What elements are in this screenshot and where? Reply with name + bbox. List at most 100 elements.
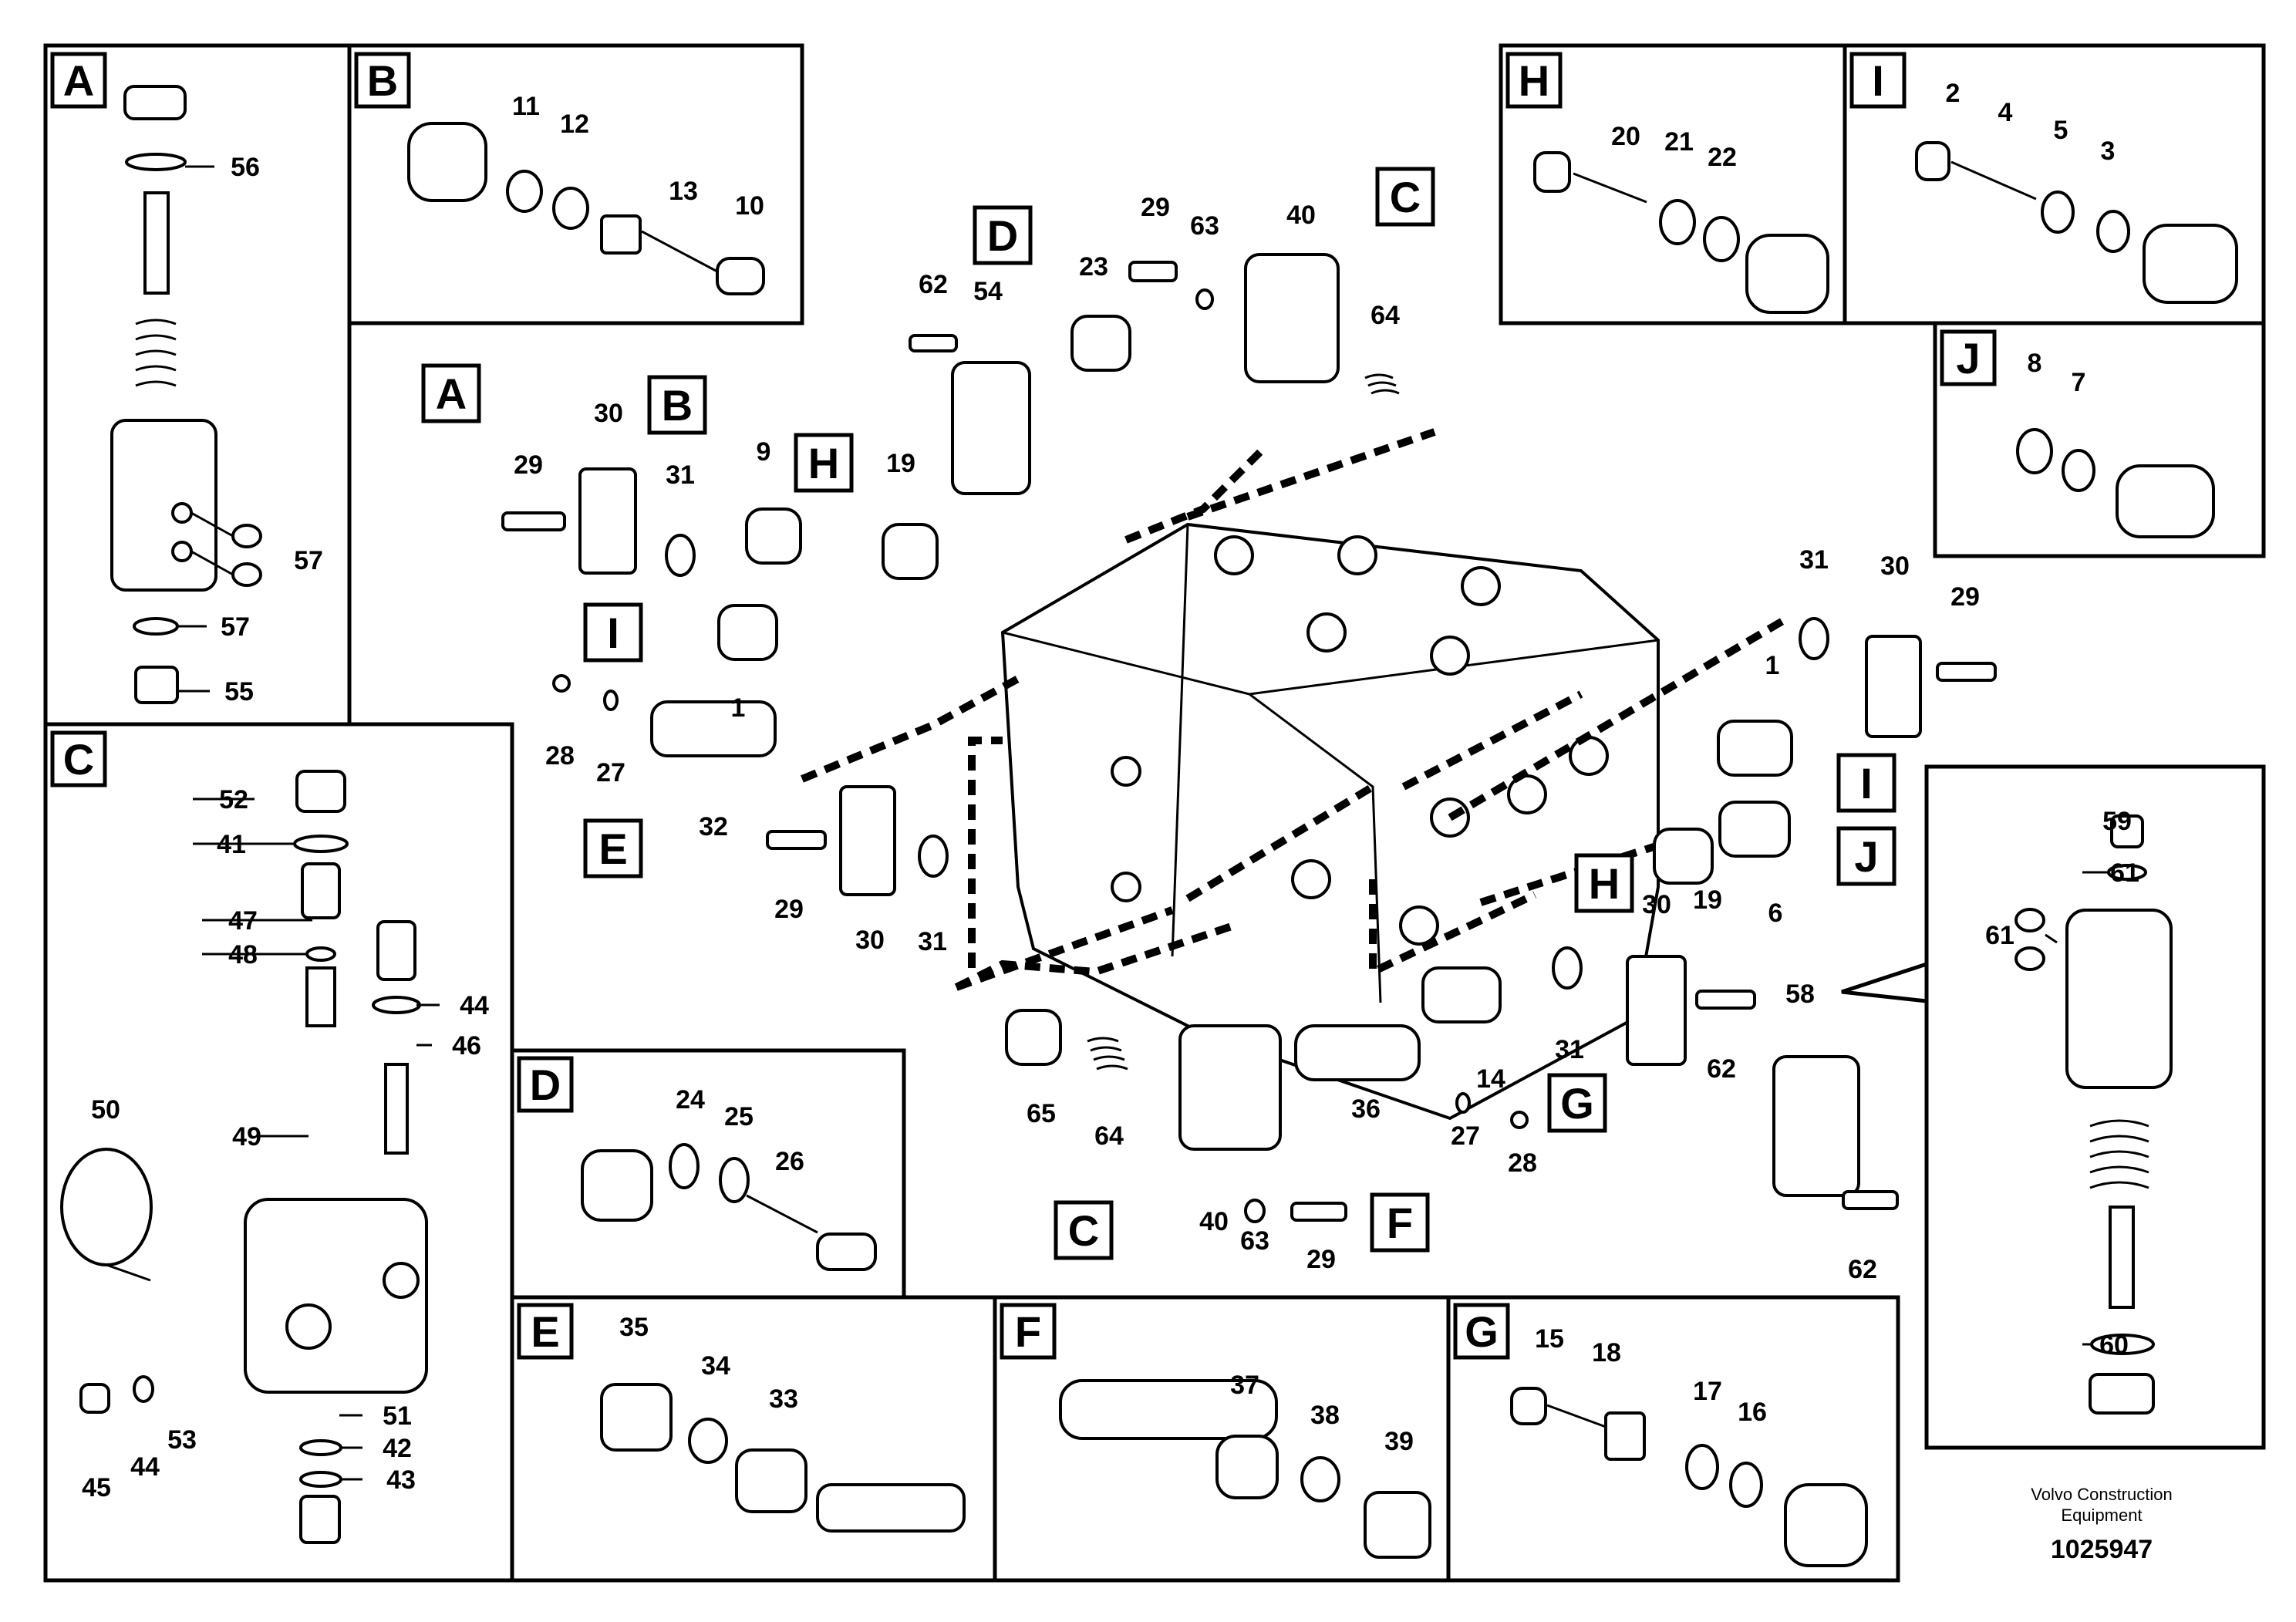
callout-box <box>1370 1192 1430 1253</box>
part-number-label: 2 <box>1946 79 1961 108</box>
callout-letter: C <box>1390 173 1421 221</box>
part-number-label: 7 <box>2072 368 2086 397</box>
part-number-label: 34 <box>701 1351 730 1381</box>
part-number-label: 8 <box>2028 349 2042 378</box>
panel-letter-box <box>1453 1303 1510 1360</box>
part-number-label: 16 <box>1738 1398 1767 1427</box>
callout-letter: C <box>1068 1206 1099 1255</box>
footer: Volvo Construction Equipment 1025947 <box>2031 1485 2172 1564</box>
part-number-label: 12 <box>560 110 589 139</box>
part-number-label: 29 <box>1141 193 1170 222</box>
callout-letter: B <box>662 381 693 430</box>
part-number-label: 37 <box>1230 1371 1259 1400</box>
part-number-label: 63 <box>1240 1226 1269 1256</box>
part-number-label: 39 <box>1384 1427 1414 1456</box>
panel-letter-h: H <box>1519 56 1549 105</box>
part-number-label: 52 <box>219 785 248 814</box>
panel-letter-box <box>1505 52 1563 109</box>
callout-box <box>1574 853 1634 913</box>
part-number-label: 50 <box>91 1095 120 1125</box>
part-number-label: 51 <box>383 1401 412 1431</box>
part-number-label: 38 <box>1310 1401 1340 1430</box>
part-number-label: 31 <box>666 460 695 490</box>
part-number-label: 55 <box>224 677 254 706</box>
callout-letter: I <box>607 609 619 657</box>
callout-letter: F <box>1387 1199 1413 1247</box>
part-number-label: 64 <box>1094 1121 1124 1151</box>
panel-b-parts <box>407 122 765 295</box>
callout-box <box>1547 1073 1607 1133</box>
footer-line1: Volvo Construction <box>2031 1485 2172 1504</box>
panel-letter-d: D <box>530 1061 561 1109</box>
panel-letter-e: E <box>531 1307 559 1356</box>
part-number-label: 61 <box>2110 858 2139 888</box>
part-number-label: 62 <box>919 270 948 299</box>
callout-box <box>583 602 643 663</box>
part-number-label: 11 <box>512 92 540 121</box>
panel-letter-j: J <box>1956 334 1980 383</box>
part-number-label: 28 <box>545 741 575 771</box>
panel-letter-box <box>1849 52 1907 109</box>
part-number-label: 57 <box>294 546 323 575</box>
part-number-label: 45 <box>82 1473 111 1502</box>
panel-a-parts <box>110 85 262 704</box>
part-number-label: 32 <box>699 812 728 841</box>
part-number-label: 3 <box>2101 137 2116 166</box>
part-number-label: 29 <box>514 450 543 480</box>
callout-box <box>973 205 1033 265</box>
part-number-label: 5 <box>2054 116 2068 145</box>
document-number: 1025947 <box>2051 1535 2153 1564</box>
callout-box <box>421 363 481 423</box>
part-number-label: 10 <box>735 191 764 221</box>
panel-d-parts <box>581 1143 877 1271</box>
panel-letter-a: A <box>63 56 94 105</box>
callout-letter: G <box>1560 1079 1594 1128</box>
callout-letter: H <box>1589 859 1620 908</box>
part-number-label: 22 <box>1708 143 1737 172</box>
part-number-label: 58 <box>1785 980 1815 1009</box>
callout-box <box>583 818 643 878</box>
part-number-label: 30 <box>594 399 623 428</box>
callout-box <box>794 433 854 493</box>
panel-letter-b: B <box>367 56 398 105</box>
part-number-label: 19 <box>886 449 915 478</box>
panel-letter-f: F <box>1015 1307 1041 1356</box>
part-number-label: 44 <box>460 991 489 1020</box>
part-number-label: 42 <box>383 1434 412 1463</box>
panel-e-parts <box>600 1383 966 1533</box>
part-number-label: 30 <box>1642 890 1671 919</box>
callout-letter: J <box>1854 832 1878 881</box>
panel-letter-i: I <box>1872 56 1884 105</box>
panel-f-parts <box>1059 1379 1431 1559</box>
callout-box <box>1836 753 1896 813</box>
part-number-label: 62 <box>1848 1255 1877 1284</box>
callout-box <box>1375 167 1435 227</box>
part-number-label: 29 <box>774 895 804 924</box>
part-number-label: 36 <box>1351 1094 1381 1124</box>
part-number-label: 35 <box>619 1313 649 1342</box>
callout-box <box>647 375 707 435</box>
panel-frames <box>43 43 2266 1583</box>
part-number-label: 24 <box>676 1085 705 1114</box>
callout-box <box>1054 1200 1114 1260</box>
part-number-label: 65 <box>1027 1099 1056 1128</box>
part-number-label: 31 <box>1555 1035 1584 1064</box>
part-number-label: 6 <box>1768 899 1783 928</box>
part-number-label: 9 <box>757 437 771 467</box>
panel-58-parts <box>2014 814 2173 1415</box>
part-number-label: 62 <box>1707 1054 1736 1084</box>
part-number-label: 64 <box>1371 301 1400 330</box>
part-number-label: 40 <box>1199 1207 1229 1236</box>
part-number-label: 31 <box>1799 545 1829 575</box>
part-number-label: 21 <box>1664 127 1694 157</box>
part-number-label: 17 <box>1693 1377 1722 1406</box>
callout-letter: A <box>436 369 467 418</box>
part-number-label: 49 <box>232 1122 261 1152</box>
panel-letter-box <box>1940 329 1997 386</box>
callout-letter: E <box>598 824 627 873</box>
panel-letter-boxes: A B C D E F G H I J <box>50 52 1997 1360</box>
part-number-label: 41 <box>217 830 246 859</box>
part-number-label: 1 <box>1765 651 1780 680</box>
